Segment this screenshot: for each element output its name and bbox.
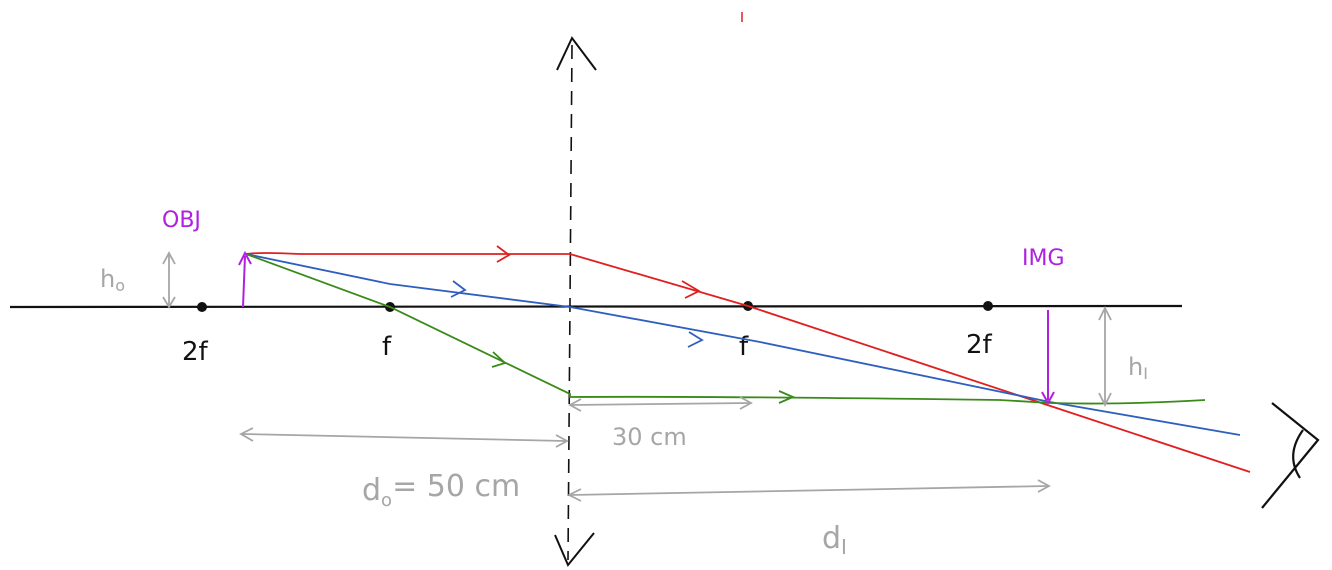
ray-blue — [245, 253, 1241, 436]
image-height-dimension — [1098, 305, 1112, 408]
object-distance-dimension — [239, 427, 569, 448]
optical-axis — [9, 304, 1183, 309]
ray-red — [245, 245, 1251, 473]
label-f-right: f — [739, 332, 749, 362]
object-label: OBJ — [162, 208, 201, 233]
image-distance-label: dI — [822, 521, 847, 559]
image-height-label: hI — [1128, 353, 1148, 383]
ray-green — [245, 253, 1206, 405]
diverging-lens — [554, 36, 597, 567]
label-f-left: f — [382, 332, 392, 362]
object-distance-label: do= 50 cm — [362, 469, 520, 511]
image-distance-dimension — [566, 479, 1051, 502]
image-arrow — [1041, 310, 1055, 406]
point-2f-right — [983, 301, 993, 311]
eye-icon — [1261, 402, 1320, 509]
object-height-label: ho — [100, 265, 125, 295]
label-2f-right: 2f — [966, 330, 993, 360]
object-arrow — [238, 250, 252, 308]
point-2f-left — [197, 302, 207, 312]
object-height-dimension — [162, 251, 176, 309]
label-2f-left: 2f — [182, 337, 209, 367]
image-label: IMG — [1022, 246, 1065, 271]
focal-length-dimension — [568, 396, 753, 412]
focal-length-label: 30 cm — [612, 423, 687, 451]
